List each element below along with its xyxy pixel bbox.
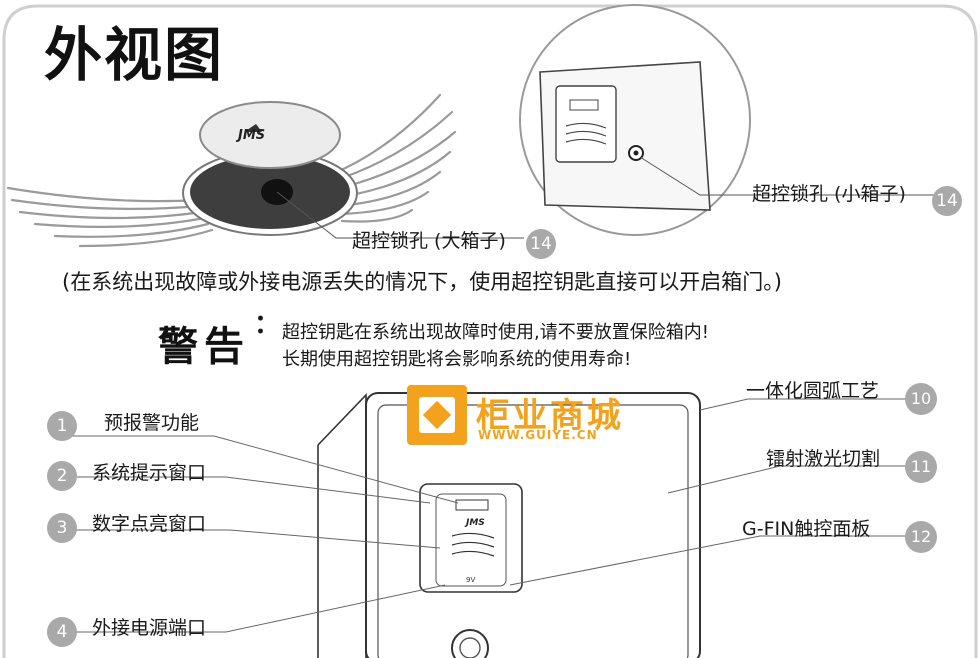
digit-window [451,532,495,557]
callout-label-11: 镭射激光切割 [766,448,881,470]
callout-label-3: 数字点亮窗口 [92,513,207,535]
warning-line-1: 超控钥匙在系统出现故障时使用,请不要放置保险箱内! [282,322,709,343]
watermark-url: WWW.GUIYE.CN [478,428,598,442]
watermark-name: 柜业商城 [476,396,624,436]
lock-big-badge: 14 [526,229,556,259]
left-leader-lines [62,435,459,633]
callout-badge-11: 11 [905,451,937,483]
callout-badge-10: 10 [905,383,937,415]
system-prompt-window [455,499,489,511]
disc-logo-text: JMS [238,128,266,143]
lock-small-label: 超控锁孔 (小箱子) [752,183,906,205]
watermark-logo-icon [407,385,467,445]
safe-body [317,392,701,658]
callout-badge-1: 1 [47,411,77,441]
leader-lock-small [639,156,935,196]
outer-frame [2,4,978,658]
callout-label-10: 一体化圆弧工艺 [746,380,880,402]
callout-label-2: 系统提示窗口 [92,462,207,484]
warning-colon: ： [254,310,281,340]
panel-small-text: 9V [466,576,476,584]
page-title: 外视图 [44,21,225,89]
panel-logo-text: JMS [466,518,485,528]
right-leader-lines [509,398,920,586]
bird-logo-icon [244,124,262,132]
override-note: (在系统出现故障或外接电源丢失的情况下，使用超控钥匙直接可以开启箱门。) [62,270,782,294]
warning-line-2: 长期使用超控钥匙将会影响系统的使用寿命! [282,349,632,370]
callout-label-12: G-FIN触控面板 [742,518,871,540]
disc-top [199,101,341,169]
callout-badge-12: 12 [905,521,937,553]
callout-label-4: 外接电源端口 [92,617,207,639]
warning-title: 警告 [158,324,250,370]
callout-badge-4: 4 [47,617,77,647]
mini-display [569,99,599,111]
callout-label-1: 预报警功能 [104,412,200,434]
callout-badge-3: 3 [47,513,77,543]
lock-big-label: 超控锁孔 (大箱子) [352,230,506,252]
lock-small-badge: 14 [932,186,962,216]
callout-badge-2: 2 [47,461,77,491]
leader-lock-big [276,191,524,239]
